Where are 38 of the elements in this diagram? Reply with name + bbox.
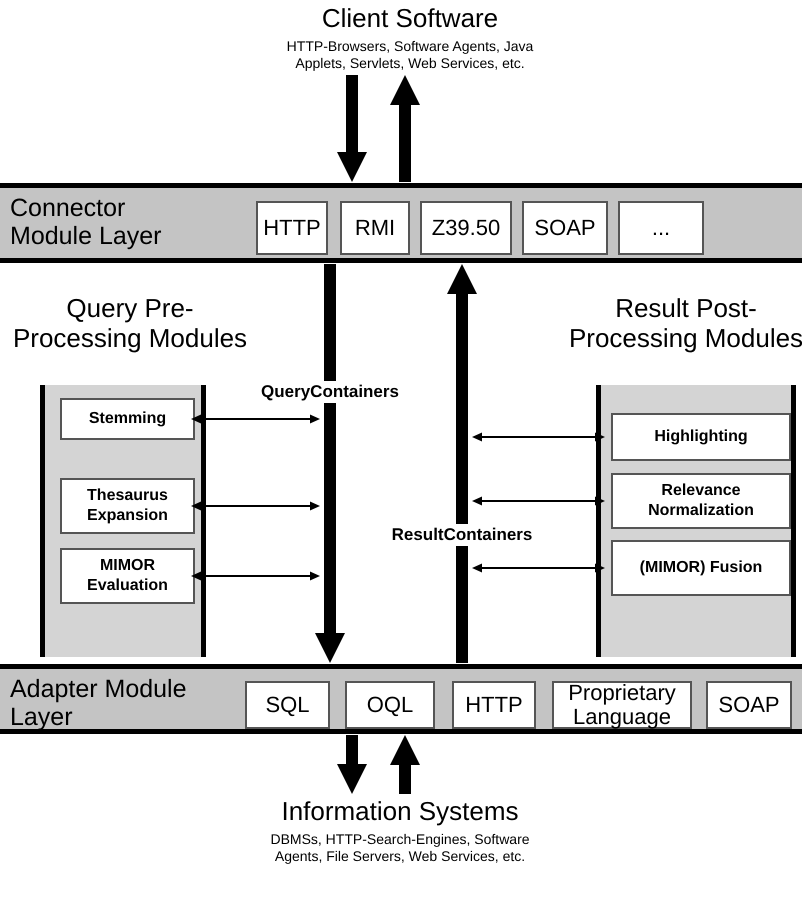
- double-arrow: [472, 564, 605, 572]
- module-box: HTTP: [452, 681, 536, 729]
- module-box: RMI: [340, 201, 410, 255]
- module-box: MIMOR Evaluation: [60, 548, 195, 604]
- module-box: Z39.50: [420, 201, 512, 255]
- module-box: SQL: [245, 681, 330, 729]
- panel-heading: Result Post-Processing Modules: [568, 293, 802, 353]
- double-arrow: [191, 572, 320, 580]
- module-box: HTTP: [256, 201, 328, 255]
- module-box: ...: [618, 201, 704, 255]
- arrow: [390, 75, 420, 182]
- heading: Client Software: [320, 2, 500, 34]
- arrow: [337, 75, 367, 182]
- layer-band: [0, 183, 802, 263]
- heading: Information Systems: [280, 795, 520, 827]
- panel-heading: Query Pre-Processing Modules: [12, 293, 248, 353]
- module-box: SOAP: [706, 681, 792, 729]
- module-box: SOAP: [522, 201, 608, 255]
- arrow: [390, 735, 420, 794]
- band-title: Connector Module Layer: [10, 194, 162, 250]
- band-title: Adapter Module Layer: [10, 675, 188, 731]
- description: HTTP-Browsers, Software Agents, Java Applets, Servlets, Web Services, etc.: [286, 38, 534, 72]
- module-box: Thesaurus Expansion: [60, 478, 195, 534]
- module-box: Relevance Normalization: [611, 473, 791, 529]
- double-arrow: [191, 502, 320, 510]
- layer-band: [0, 664, 802, 734]
- module-box: OQL: [345, 681, 435, 729]
- module-box: Highlighting: [611, 413, 791, 461]
- module-box: (MIMOR) Fusion: [611, 540, 791, 596]
- double-arrow: [191, 414, 320, 424]
- double-arrow: [472, 432, 605, 442]
- description: DBMSs, HTTP-Search-Engines, Software Agents, File Servers, Web Services, etc.: [269, 831, 531, 865]
- module-box: Stemming: [60, 398, 195, 440]
- module-box: Proprietary Language: [552, 681, 692, 729]
- arrow: [315, 264, 345, 663]
- arrow: [447, 264, 477, 663]
- arrow: [337, 735, 367, 794]
- double-arrow: [472, 496, 605, 506]
